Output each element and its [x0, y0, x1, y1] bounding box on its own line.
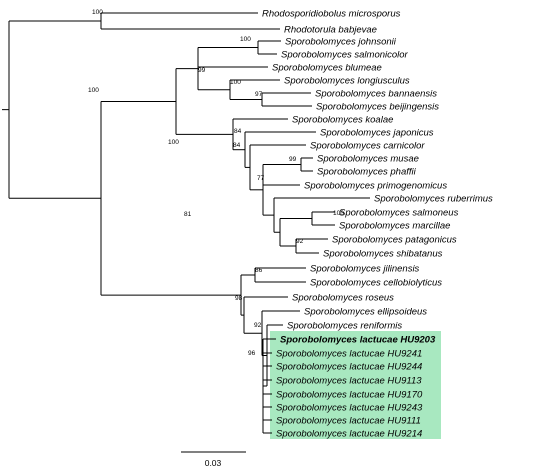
taxon-label: Sporobolomyces shibatanus [323, 249, 443, 260]
support-value: 92 [254, 322, 262, 329]
taxon-label: Sporobolomyces phaffii [317, 167, 417, 178]
taxon-label: Sporobolomyces lactucae HU9241 [276, 349, 422, 360]
taxon-label: Sporobolomyces jilinensis [310, 264, 420, 275]
support-value: 100 [168, 139, 179, 146]
taxon-label: Sporobolomyces patagonicus [332, 235, 457, 246]
lactucae-clade-highlight [270, 331, 441, 439]
support-value: 100 [333, 210, 344, 217]
taxon-label: Sporobolomyces lactucae HU9214 [276, 429, 422, 440]
taxon-label: Rhodosporidiobolus microsporus [262, 9, 401, 20]
scale-bar-label: 0.03 [205, 458, 222, 468]
taxon-label: Sporobolomyces marcillae [339, 221, 450, 232]
taxon-label: Rhodotorula babjevae [284, 25, 377, 36]
taxon-label: Sporobolomyces lactucae HU9170 [276, 390, 423, 401]
support-value: 98 [235, 295, 243, 302]
taxon-label: Sporobolomyces salmonicolor [281, 50, 409, 61]
scale-bar: 0.03 [181, 451, 246, 468]
support-value: 100 [240, 36, 251, 43]
taxon-label: Sporobolomyces bannaensis [315, 89, 437, 100]
support-value: 92 [296, 238, 304, 245]
taxon-label: Sporobolomyces salmoneus [339, 208, 459, 219]
taxon-label: Sporobolomyces lactucae HU9111 [276, 416, 421, 427]
taxon-label: Sporobolomyces ruberrimus [374, 194, 493, 205]
taxon-label: Sporobolomyces cellobiolyticus [310, 278, 442, 289]
taxon-label: Sporobolomyces koalae [292, 115, 393, 126]
support-value: 97 [255, 91, 263, 98]
taxon-label: Sporobolomyces beijingensis [316, 102, 439, 113]
support-value: 81 [184, 211, 192, 218]
taxon-label: Sporobolomyces ellipsoideus [304, 307, 427, 318]
taxon-label: Sporobolomyces reniformis [287, 321, 402, 332]
support-value: 100 [88, 87, 99, 94]
taxon-label: Sporobolomyces lactucae HU9203 [280, 335, 436, 346]
support-value: 77 [257, 175, 265, 182]
support-value: 84 [234, 128, 242, 135]
taxon-label: Sporobolomyces longiusculus [284, 76, 410, 87]
support-value: 100 [92, 9, 103, 16]
support-value: 84 [233, 142, 241, 149]
taxon-label: Sporobolomyces carnicolor [310, 141, 425, 152]
tree-branches [2, 12, 370, 434]
support-value: 96 [248, 350, 256, 357]
taxon-label: Sporobolomyces primogenomicus [304, 181, 447, 192]
support-value: 99 [198, 67, 206, 74]
taxon-label: Sporobolomyces lactucae HU9113 [276, 376, 422, 387]
taxon-label: Sporobolomyces musae [317, 154, 419, 165]
support-value: 99 [289, 156, 297, 163]
taxon-labels: Rhodosporidiobolus microsporusRhodotorul… [262, 9, 493, 440]
taxon-label: Sporobolomyces lactucae HU9243 [276, 403, 423, 414]
taxon-label: Sporobolomyces japonicus [320, 128, 434, 139]
support-value: 100 [230, 79, 241, 86]
taxon-label: Sporobolomyces johnsonii [285, 37, 397, 48]
support-value: 86 [255, 267, 263, 274]
taxon-label: Sporobolomyces roseus [292, 293, 394, 304]
taxon-label: Sporobolomyces blumeae [272, 63, 382, 74]
support-values: 100 100 100 99 100 97 100 84 84 99 77 100 92 81 86 98 92… [88, 9, 344, 357]
taxon-label: Sporobolomyces lactucae HU9244 [276, 362, 422, 373]
